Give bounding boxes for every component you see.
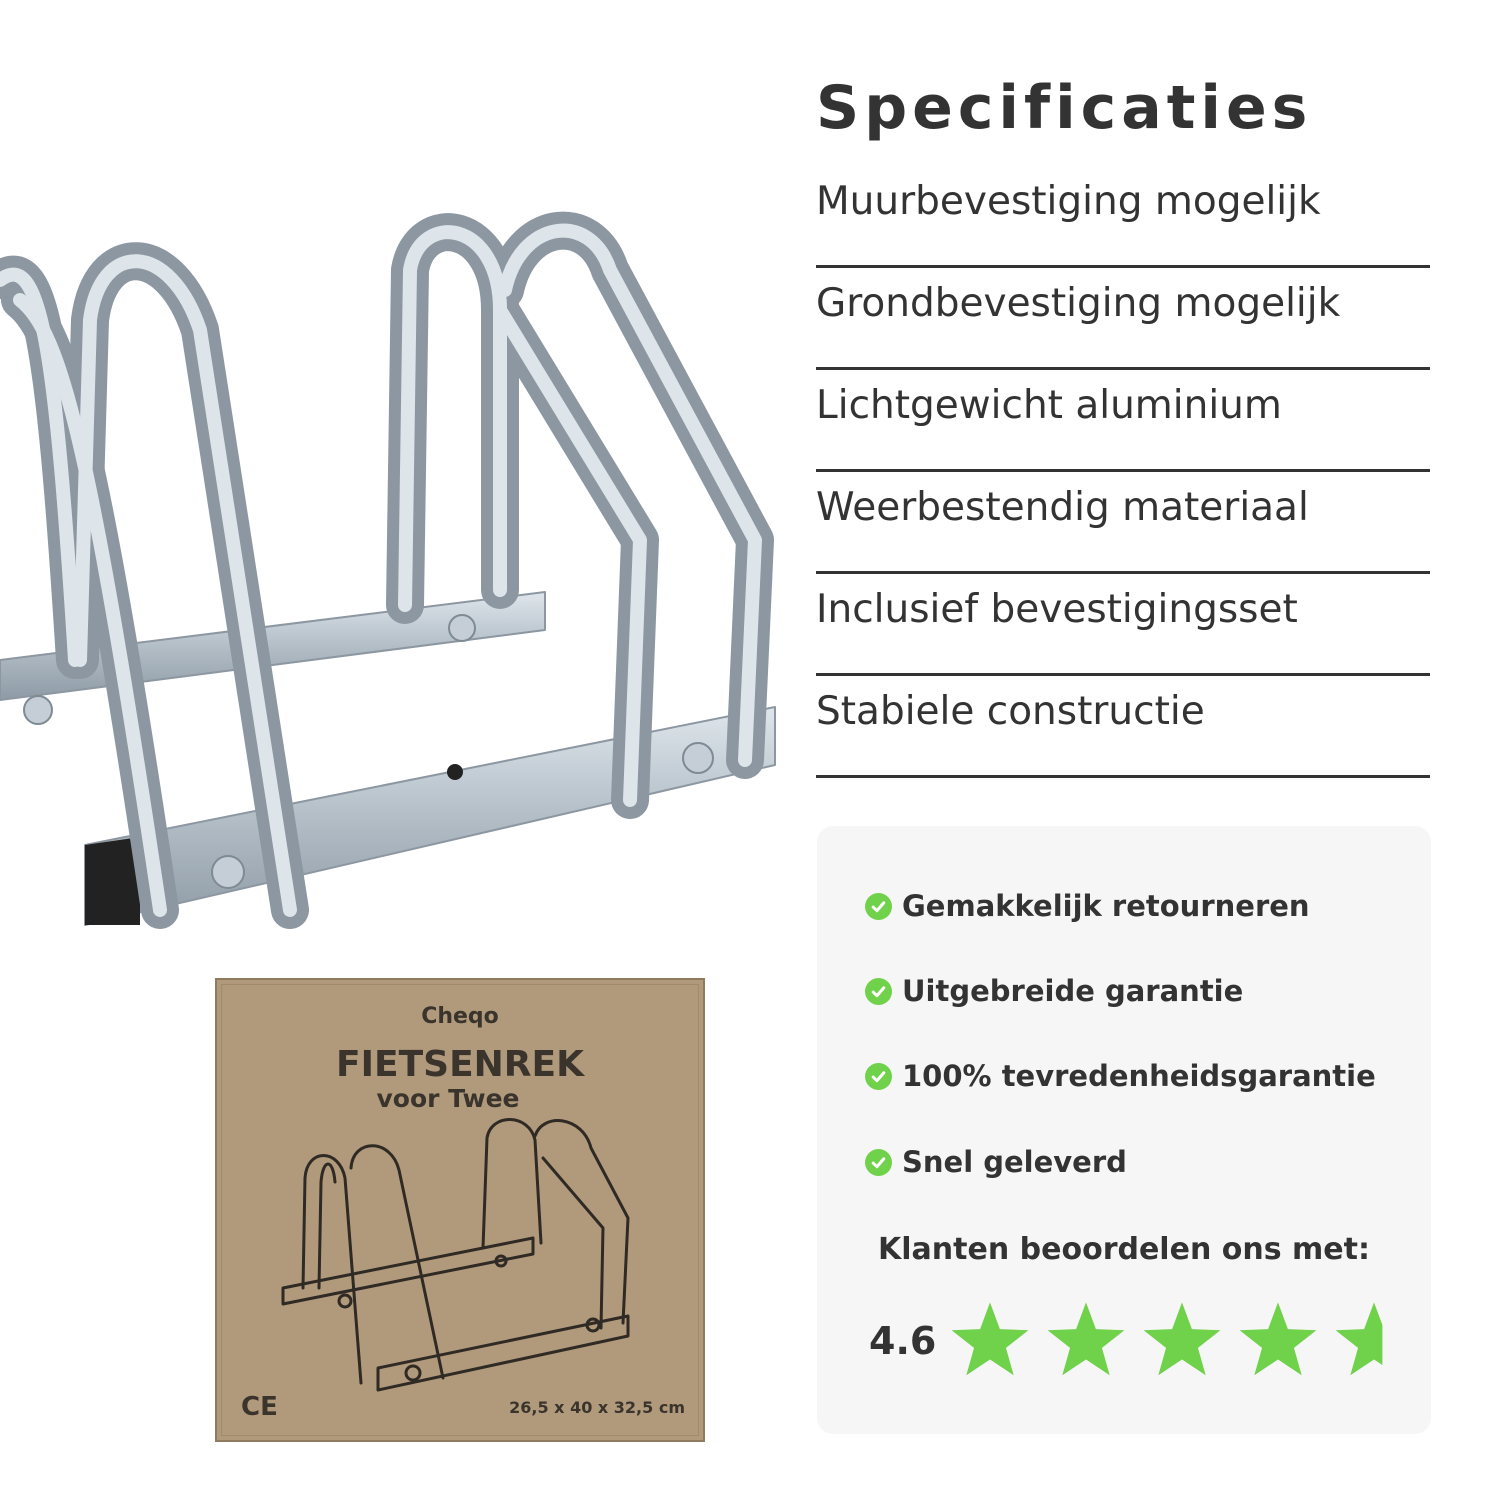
- benefit-label: Uitgebreide garantie: [902, 974, 1244, 1008]
- box-dimensions: 26,5 x 40 x 32,5 cm: [509, 1398, 685, 1417]
- spec-title: Specificaties: [816, 73, 1313, 143]
- benefit-label: 100% tevredenheidsgarantie: [902, 1059, 1376, 1093]
- benefit-item: Gemakkelijk retourneren: [865, 886, 1310, 926]
- check-circle-icon: [865, 892, 892, 920]
- rating-row: 4.6: [869, 1296, 1428, 1386]
- spec-item: Muurbevestiging mogelijk: [816, 168, 1430, 268]
- rating-label: Klanten beoordelen ons met:: [878, 1232, 1370, 1267]
- product-box: Cheqo FIETSENREK voor Twee CE 26,5 x 40 …: [215, 978, 705, 1442]
- star-icon: [1335, 1302, 1383, 1376]
- star-icon: [951, 1302, 1029, 1376]
- spec-item: Grondbevestiging mogelijk: [816, 270, 1430, 370]
- benefits-card: Gemakkelijk retourneren Uitgebreide gara…: [817, 826, 1431, 1434]
- benefit-item: Snel geleverd: [865, 1142, 1127, 1182]
- box-title: FIETSENREK: [336, 1044, 584, 1085]
- benefit-item: 100% tevredenheidsgarantie: [865, 1056, 1376, 1096]
- box-subtitle: voor Twee: [376, 1084, 520, 1113]
- bike-rack-drawing-icon: [281, 1118, 630, 1392]
- box-border: [221, 984, 699, 1436]
- check-circle-icon: [865, 1062, 892, 1090]
- star-icon: [1143, 1302, 1221, 1376]
- bike-rack-photo: [0, 211, 776, 929]
- spec-item: Inclusief bevestigingsset: [816, 576, 1430, 676]
- spec-item: Weerbestendig materiaal: [816, 474, 1430, 574]
- benefit-item: Uitgebreide garantie: [865, 971, 1243, 1011]
- benefit-label: Gemakkelijk retourneren: [902, 889, 1310, 923]
- rating-value: 4.6: [869, 1319, 937, 1363]
- check-circle-icon: [865, 1148, 892, 1176]
- check-circle-icon: [865, 977, 892, 1005]
- star-icon: [1047, 1302, 1125, 1376]
- spec-item: Lichtgewicht aluminium: [816, 372, 1430, 472]
- star-icon: [1239, 1302, 1317, 1376]
- benefit-label: Snel geleverd: [902, 1145, 1127, 1179]
- rating-stars: [948, 1299, 1428, 1383]
- box-brand: Cheqo: [421, 1004, 499, 1029]
- spec-list: Muurbevestiging mogelijk Grondbevestigin…: [816, 168, 1430, 780]
- spec-item: Stabiele constructie: [816, 678, 1430, 778]
- ce-mark: CE: [241, 1392, 278, 1422]
